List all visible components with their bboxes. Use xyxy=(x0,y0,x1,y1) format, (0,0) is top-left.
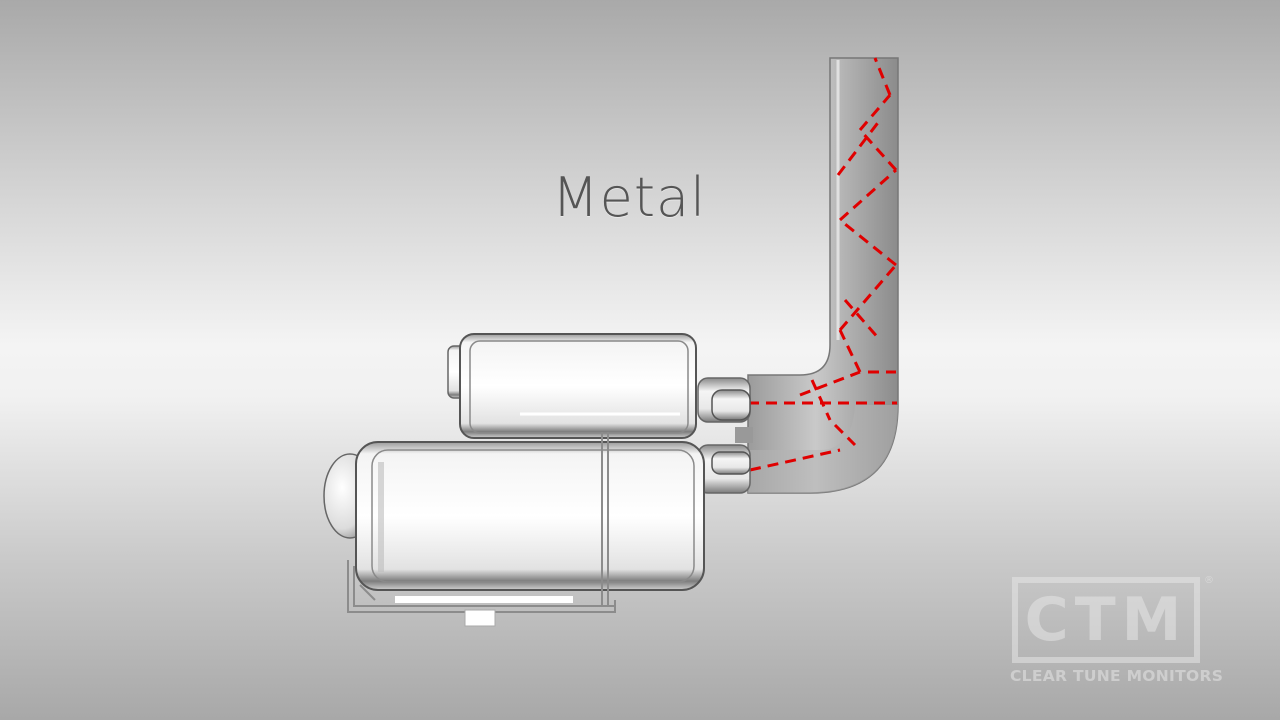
registered-mark: ® xyxy=(1204,575,1214,586)
ctm-logo: CTM ® CLEAR TUNE MONITORS xyxy=(1010,575,1224,695)
logo-letters: CTM xyxy=(1024,585,1188,655)
logo-frame: CTM xyxy=(1012,577,1200,663)
logo-subtitle: CLEAR TUNE MONITORS xyxy=(1010,667,1224,685)
sound-wave-lines xyxy=(748,57,898,472)
scene-title: Metal xyxy=(552,166,707,229)
metal-tube xyxy=(747,57,899,494)
lower-driver xyxy=(323,441,705,591)
bracket-tab xyxy=(464,609,496,627)
upper-driver xyxy=(447,333,697,439)
driver-nozzles xyxy=(697,377,753,494)
bracket-highlight xyxy=(395,596,573,603)
